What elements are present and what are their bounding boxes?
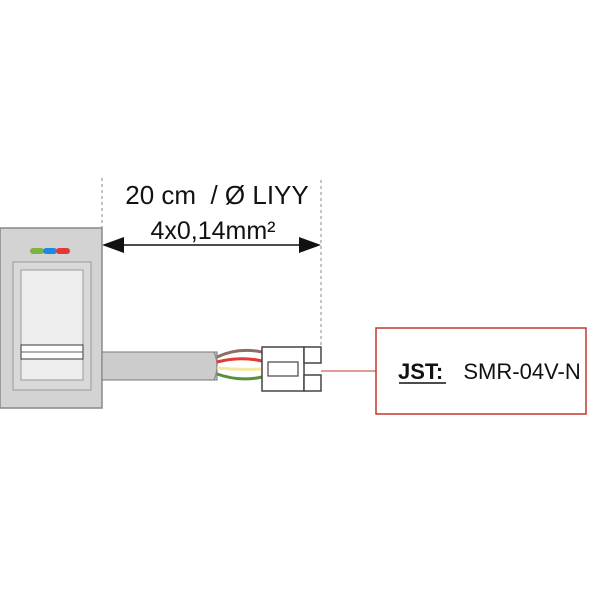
sensor-slot [20, 269, 84, 381]
status-leds [30, 248, 70, 254]
cable [101, 351, 218, 381]
connector-latch-top [303, 346, 322, 364]
wires [216, 348, 263, 381]
led-red [56, 248, 70, 254]
dimension-label-length: 20 cm / Ø LIYY [125, 180, 309, 210]
cable-sheath-end [213, 351, 218, 381]
connector-latch-bottom [303, 374, 322, 392]
dimension-arrow [102, 237, 321, 253]
led-green [30, 248, 44, 254]
connector-window [267, 361, 299, 377]
wire-yellow [216, 366, 263, 371]
cable-sheath [101, 351, 218, 381]
wire-red [216, 357, 263, 364]
wire-green [216, 372, 263, 381]
led-blue [43, 248, 57, 254]
callout-label: JST: SMR-04V-N [398, 359, 581, 384]
callout-label-value: SMR-04V-N [463, 359, 580, 384]
jst-connector [261, 346, 322, 392]
fingerprint-reader [0, 227, 103, 409]
wire-brown [216, 348, 263, 359]
callout-label-bold: JST: [398, 359, 443, 384]
callout-box [375, 327, 587, 415]
dimension-label-cross-section: 4x0,14mm² [150, 217, 275, 245]
